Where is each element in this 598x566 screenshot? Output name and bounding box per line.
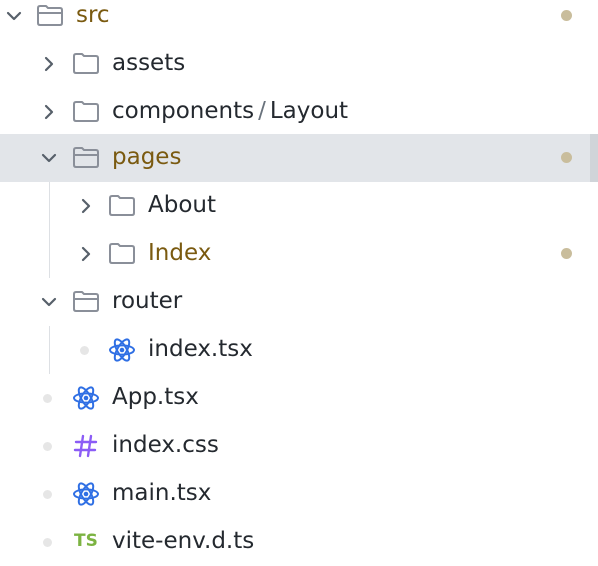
tree-item-label: Index: [148, 240, 212, 266]
tree-item-label: router: [112, 288, 183, 314]
tree-item-about[interactable]: About: [0, 182, 598, 230]
folder-icon: [108, 193, 136, 217]
chevron-right-icon[interactable]: [40, 103, 58, 121]
folder-open-icon: [72, 289, 100, 313]
react-icon: [72, 384, 100, 412]
tree-item-index-folder[interactable]: Index: [0, 230, 598, 278]
tree-item-label: App.tsx: [112, 384, 199, 410]
folder-icon: [72, 51, 100, 75]
tree-item-assets[interactable]: assets: [0, 40, 598, 88]
tree-item-label: vite-env.d.ts: [112, 528, 255, 554]
tree-item-label: About: [148, 192, 217, 218]
tree-item-label: pages: [112, 144, 182, 170]
tree-item-router-index-tsx[interactable]: index.tsx: [0, 326, 598, 374]
file-bullet: [43, 538, 52, 547]
file-bullet: [43, 394, 52, 403]
modified-indicator: [561, 10, 572, 21]
modified-indicator: [561, 248, 572, 259]
tree-item-app-tsx[interactable]: App.tsx: [0, 374, 598, 422]
file-bullet: [43, 442, 52, 451]
react-icon: [108, 336, 136, 364]
hash-icon: [72, 432, 100, 460]
tree-item-vite-env-d-ts[interactable]: TS vite-env.d.ts: [0, 518, 598, 566]
compact-path-segment[interactable]: components: [112, 98, 255, 124]
file-bullet: [43, 490, 52, 499]
file-bullet: [80, 346, 89, 355]
folder-open-icon: [36, 3, 64, 27]
path-separator: /: [258, 98, 266, 124]
folder-icon: [108, 241, 136, 265]
tree-item-label: main.tsx: [112, 480, 212, 506]
tree-item-src[interactable]: src: [0, 0, 598, 40]
react-icon: [72, 480, 100, 508]
tree-item-index-css[interactable]: index.css: [0, 422, 598, 470]
tree-item-pages[interactable]: pages: [0, 134, 598, 182]
tree-item-label: index.tsx: [148, 336, 253, 362]
chevron-right-icon[interactable]: [40, 55, 58, 73]
chevron-down-icon[interactable]: [40, 293, 58, 311]
chevron-right-icon[interactable]: [77, 245, 95, 263]
tree-item-main-tsx[interactable]: main.tsx: [0, 470, 598, 518]
compact-path-segment[interactable]: Layout: [269, 98, 349, 124]
tree-item-label: components/Layout: [112, 96, 348, 126]
modified-indicator: [561, 152, 572, 163]
indent-guide-router: [49, 326, 50, 374]
indent-guide-pages: [49, 182, 50, 278]
ts-icon: TS: [74, 531, 98, 551]
tree-item-label: assets: [112, 50, 186, 76]
tree-item-label: src: [76, 2, 110, 28]
chevron-down-icon[interactable]: [40, 149, 58, 167]
tree-item-components[interactable]: components/Layout: [0, 88, 598, 136]
folder-icon: [72, 99, 100, 123]
folder-open-icon: [72, 145, 100, 169]
chevron-right-icon[interactable]: [77, 197, 95, 215]
tree-item-label: index.css: [112, 432, 219, 458]
tree-item-router[interactable]: router: [0, 278, 598, 326]
chevron-down-icon[interactable]: [5, 7, 23, 25]
